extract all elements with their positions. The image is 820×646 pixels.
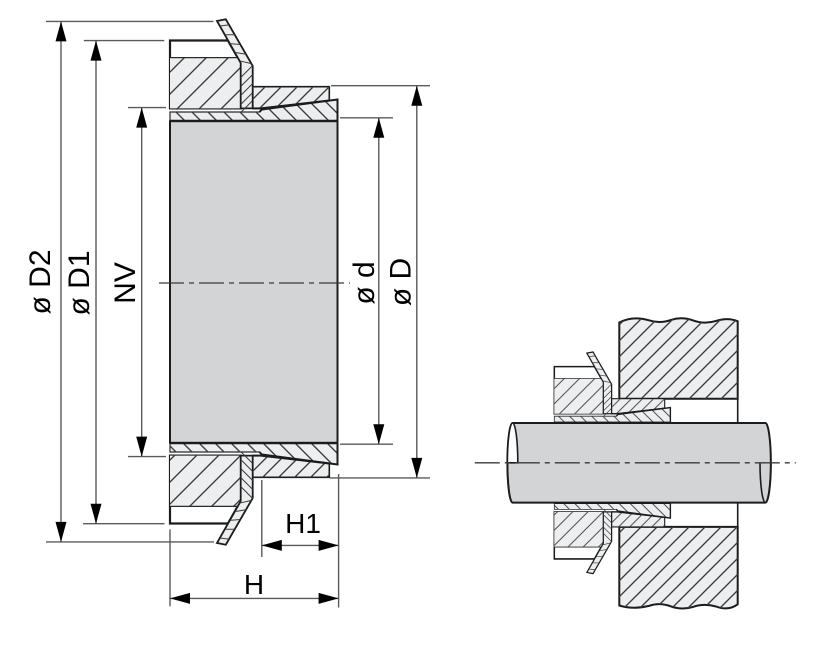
svg-text:H: H: [244, 569, 264, 600]
svg-text:H1: H1: [285, 508, 321, 539]
svg-text:ø D1: ø D1: [63, 250, 96, 315]
svg-text:ø d: ø d: [348, 261, 381, 304]
svg-text:ø D: ø D: [385, 258, 418, 306]
svg-text:ø D2: ø D2: [24, 249, 57, 314]
svg-text:NV: NV: [109, 262, 142, 304]
